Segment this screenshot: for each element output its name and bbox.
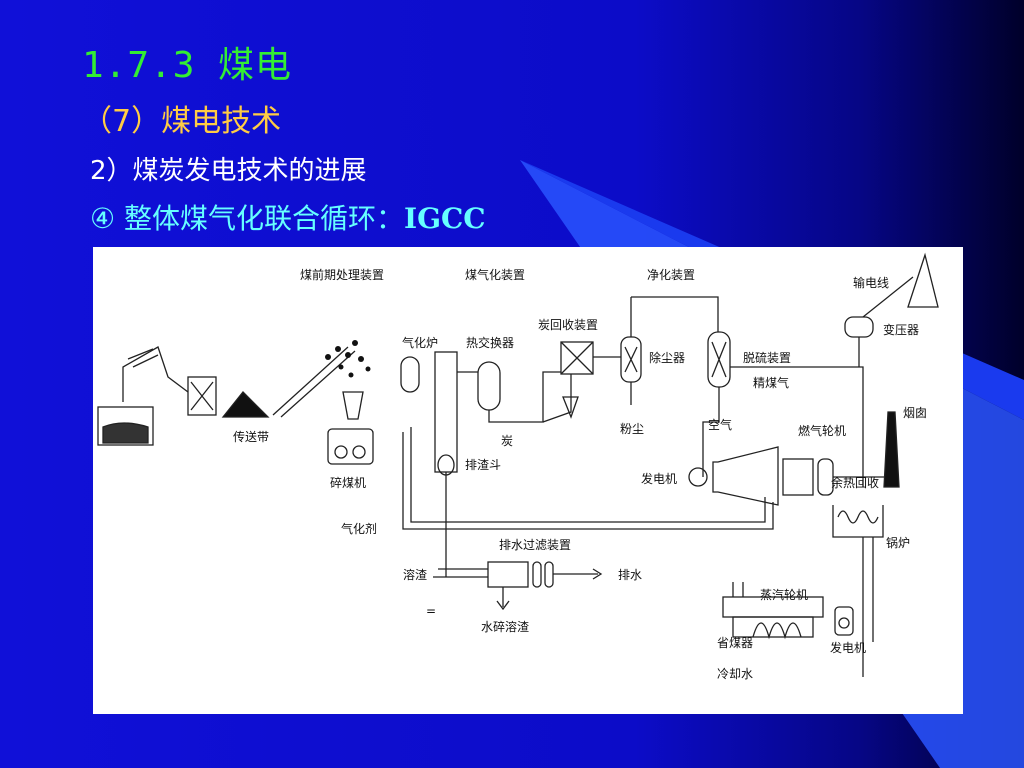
heat-exchanger (477, 361, 501, 411)
combustor (782, 458, 814, 496)
generator-1 (688, 467, 708, 487)
label-transformer: 变压器 (883, 322, 919, 337)
slide-subtitle: （7）煤电技术 (82, 104, 282, 139)
coal-hopper (187, 376, 217, 416)
label-drain-filter: 排水过滤装置 (499, 538, 571, 552)
label-dust: 粉尘 (620, 422, 644, 436)
label-chimney: 烟囱 (903, 406, 927, 420)
coal-crane (122, 346, 189, 402)
label-economizer: 省煤器 (717, 636, 753, 650)
subpoint-prefix: ④ 整体煤气化联合循环： (90, 202, 405, 235)
label-transmission-line: 输电线 (853, 275, 889, 290)
slide-title: 1.7.3 煤电 (82, 45, 293, 86)
label-gasifying-agent: 气化剂 (341, 521, 377, 536)
transmission-tower (862, 252, 939, 318)
label-dust-remover: 除尘器 (649, 350, 685, 365)
igcc-process-svg: 煤前期处理装置 煤气化装置 净化装置 输电线 变压器 气化炉 热交换器 炭回收装… (97, 252, 939, 681)
label-boiler: 锅炉 (886, 535, 910, 550)
gasifier (400, 356, 420, 393)
label-steam-turbine: 蒸汽轮机 (760, 587, 808, 602)
waste-heat-boiler (832, 505, 884, 538)
steam-condenser (752, 622, 802, 640)
transformer (844, 316, 874, 338)
stray-mark: = (426, 604, 436, 618)
label-section-pretreatment: 煤前期处理装置 (300, 267, 384, 282)
label-desulfurizer: 脱硫装置 (743, 350, 791, 365)
label-carbon: 炭 (501, 434, 513, 448)
slag-hopper (437, 454, 455, 476)
label-section-purification: 净化装置 (647, 268, 695, 282)
label-conveyor: 传送带 (233, 429, 269, 444)
conveyor-belt (272, 346, 356, 418)
label-gasifier: 气化炉 (402, 335, 438, 350)
coal-pile-bin (97, 406, 154, 446)
label-section-gasification: 煤气化装置 (465, 267, 525, 282)
label-generator-1: 发电机 (641, 471, 677, 486)
coal-heap (221, 391, 270, 418)
carbon-recovery (560, 341, 594, 375)
label-gas-turbine: 燃气轮机 (798, 423, 846, 438)
slide-point: 2）煤炭发电技术的进展 (90, 156, 367, 186)
gas-turbine (712, 446, 779, 506)
coal-pile (102, 422, 149, 444)
label-molten-slag: 溶渣 (403, 567, 427, 582)
label-waste-heat-recovery: 余热回收 (831, 475, 879, 490)
label-slag-crushing: 水碎溶渣 (481, 619, 529, 634)
label-cooling-water: 冷却水 (717, 667, 753, 681)
label-heat-exchanger: 热交换器 (466, 335, 514, 350)
subpoint-acronym: IGCC (404, 202, 486, 235)
label-generator-2: 发电机 (830, 640, 866, 655)
igcc-process-diagram: 煤前期处理装置 煤气化装置 净化装置 输电线 变压器 气化炉 热交换器 炭回收装… (93, 247, 963, 714)
label-carbon-recovery: 炭回收装置 (538, 318, 598, 332)
label-air: 空气 (708, 417, 732, 432)
label-slag-hopper: 排渣斗 (465, 458, 501, 472)
generator-2 (834, 606, 854, 636)
drain-filter (487, 561, 529, 588)
coal-crusher (327, 428, 374, 465)
label-drainage: 排水 (618, 568, 642, 582)
label-clean-gas: 精煤气 (753, 375, 789, 390)
gasifier-body (434, 351, 458, 473)
label-coal-crusher: 碎煤机 (330, 475, 366, 490)
slide-subpoint: ④ 整体煤气化联合循环：IGCC (90, 197, 486, 237)
chimney (883, 411, 900, 488)
